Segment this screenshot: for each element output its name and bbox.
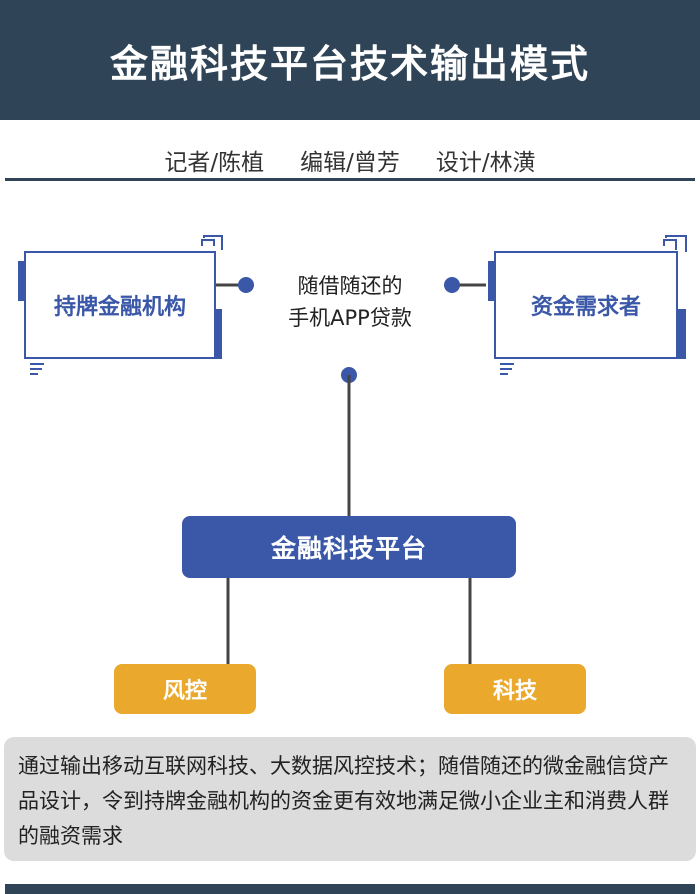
- node-risk-control: 风控: [114, 664, 256, 714]
- designer-credit: 设计/林潢: [435, 150, 536, 176]
- technology-label: 科技: [492, 679, 537, 704]
- connector-dot-right: [444, 277, 460, 293]
- node-label: 持牌金融机构: [53, 295, 186, 320]
- credits-line: 记者/陈植 编辑/曾芳 设计/林潢: [0, 140, 700, 180]
- page-title: 金融科技平台技术输出模式: [109, 41, 590, 86]
- center-label-line2: 手机APP贷款: [288, 306, 412, 330]
- signal-icon-left: [201, 235, 223, 250]
- header-divider: [5, 178, 695, 181]
- header-banner: 金融科技平台技术输出模式: [0, 0, 700, 120]
- footer-bar: [5, 884, 695, 894]
- description-text: 通过输出移动互联网科技、大数据风控技术；随借随还的微金融信贷产品设计，令到持牌金…: [18, 754, 669, 848]
- lines-icon-right: [500, 363, 514, 375]
- signal-icon-right: [663, 235, 687, 252]
- platform-label: 金融科技平台: [270, 534, 427, 563]
- description-note: 通过输出移动互联网科技、大数据风控技术；随借随还的微金融信贷产品设计，令到持牌金…: [4, 737, 696, 861]
- center-label: 随借随还的 手机APP贷款: [262, 270, 438, 334]
- node-technology: 科技: [444, 664, 586, 714]
- center-label-line1: 随借随还的: [297, 274, 403, 298]
- lines-icon-left: [30, 363, 44, 375]
- node-label: 资金需求者: [530, 295, 641, 320]
- editor-credit: 编辑/曾芳: [300, 150, 400, 176]
- connector-dot-left: [238, 277, 254, 293]
- node-fintech-platform: 金融科技平台: [182, 516, 516, 578]
- risk-control-label: 风控: [162, 679, 207, 704]
- reporter-credit: 记者/陈植: [164, 150, 265, 176]
- node-licensed-institutions: 持牌金融机构: [18, 251, 222, 359]
- node-fund-seekers: 资金需求者: [488, 251, 686, 359]
